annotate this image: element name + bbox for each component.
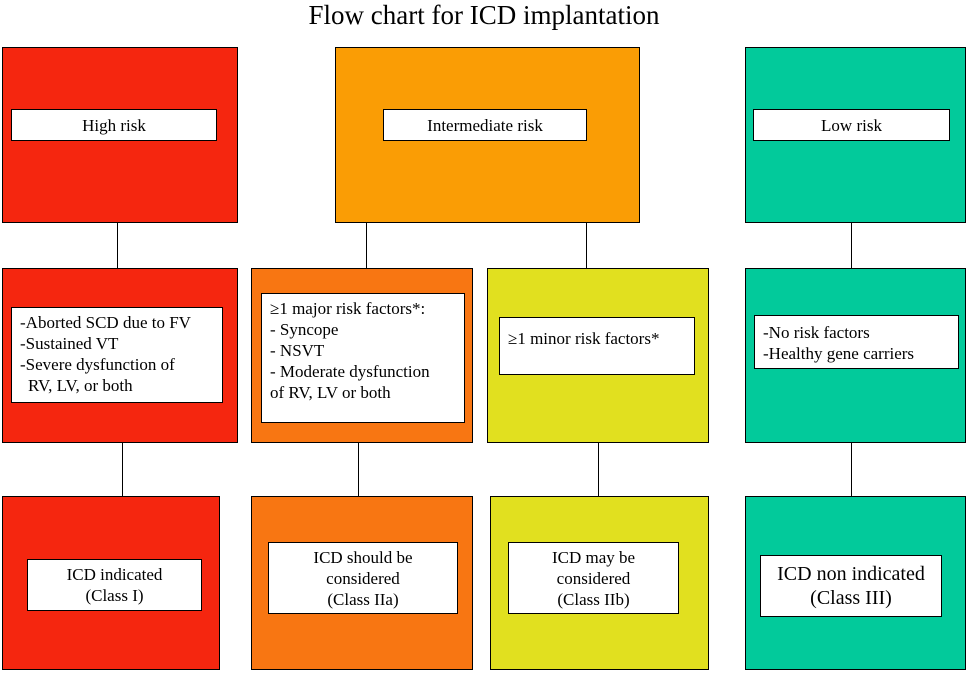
low-risk-recommendation: ICD non indicated (Class III) bbox=[760, 555, 942, 617]
criteria-item: ≥1 minor risk factors* bbox=[508, 329, 660, 348]
recommendation-line: (Class IIb) bbox=[557, 589, 630, 609]
major-risk-criteria: ≥1 major risk factors*: - Syncope - NSVT… bbox=[261, 293, 465, 423]
high-risk-recommendation-block: ICD indicated (Class I) bbox=[2, 496, 220, 670]
connector-high-1 bbox=[117, 223, 118, 268]
criteria-item: of RV, LV or both bbox=[270, 383, 391, 402]
criteria-item: - NSVT bbox=[270, 341, 325, 360]
major-risk-recommendation-block: ICD should be considered (Class IIa) bbox=[251, 496, 473, 670]
connector-minor-2 bbox=[598, 443, 599, 496]
recommendation-line: (Class I) bbox=[85, 586, 144, 605]
connector-low-1 bbox=[851, 223, 852, 268]
connector-major-2 bbox=[358, 443, 359, 496]
high-risk-label: High risk bbox=[11, 109, 217, 141]
minor-risk-criteria-block: ≥1 minor risk factors* bbox=[487, 268, 709, 443]
high-risk-criteria-block: -Aborted SCD due to FV -Sustained VT -Se… bbox=[2, 268, 238, 443]
low-risk-criteria: -No risk factors -Healthy gene carriers bbox=[754, 315, 959, 369]
high-risk-criteria: -Aborted SCD due to FV -Sustained VT -Se… bbox=[11, 307, 223, 403]
criteria-item: - Syncope bbox=[270, 320, 339, 339]
recommendation-line: ICD should be bbox=[313, 547, 413, 567]
connector-major-1 bbox=[366, 223, 367, 268]
connector-high-2 bbox=[122, 443, 123, 496]
recommendation-line: considered bbox=[326, 568, 400, 588]
intermediate-risk-label: Intermediate risk bbox=[383, 109, 587, 141]
major-risk-criteria-block: ≥1 major risk factors*: - Syncope - NSVT… bbox=[251, 268, 473, 443]
low-risk-block: Low risk bbox=[745, 47, 966, 223]
recommendation-line: ICD non indicated bbox=[777, 563, 925, 585]
high-risk-recommendation: ICD indicated (Class I) bbox=[27, 559, 202, 611]
recommendation-line: considered bbox=[556, 568, 631, 588]
criteria-item: -No risk factors bbox=[763, 323, 870, 342]
intermediate-risk-block: Intermediate risk bbox=[335, 47, 640, 223]
low-risk-label: Low risk bbox=[753, 109, 950, 141]
page-title: Flow chart for ICD implantation bbox=[308, 0, 660, 30]
recommendation-line: ICD indicated bbox=[66, 565, 163, 584]
criteria-item: -Aborted SCD due to FV bbox=[20, 313, 191, 332]
minor-risk-recommendation-block: ICD may be considered (Class IIb) bbox=[490, 496, 709, 670]
recommendation-line: (Class III) bbox=[810, 587, 892, 609]
criteria-item: RV, LV, or both bbox=[28, 376, 133, 395]
criteria-item: ≥1 major risk factors*: bbox=[270, 299, 426, 318]
minor-risk-criteria: ≥1 minor risk factors* bbox=[499, 317, 695, 375]
low-risk-recommendation-block: ICD non indicated (Class III) bbox=[745, 496, 966, 670]
criteria-item: - Moderate dysfunction bbox=[270, 362, 430, 381]
criteria-item: -Healthy gene carriers bbox=[763, 344, 915, 363]
recommendation-line: (Class IIa) bbox=[327, 589, 399, 609]
high-risk-block: High risk bbox=[2, 47, 238, 223]
major-risk-recommendation: ICD should be considered (Class IIa) bbox=[268, 542, 458, 614]
connector-low-2 bbox=[851, 443, 852, 496]
minor-risk-recommendation: ICD may be considered (Class IIb) bbox=[508, 542, 679, 614]
connector-minor-1 bbox=[586, 223, 587, 268]
low-risk-criteria-block: -No risk factors -Healthy gene carriers bbox=[745, 268, 966, 443]
criteria-item: -Sustained VT bbox=[20, 334, 119, 353]
recommendation-line: ICD may be bbox=[551, 547, 636, 567]
criteria-item: -Severe dysfunction of bbox=[20, 355, 175, 374]
